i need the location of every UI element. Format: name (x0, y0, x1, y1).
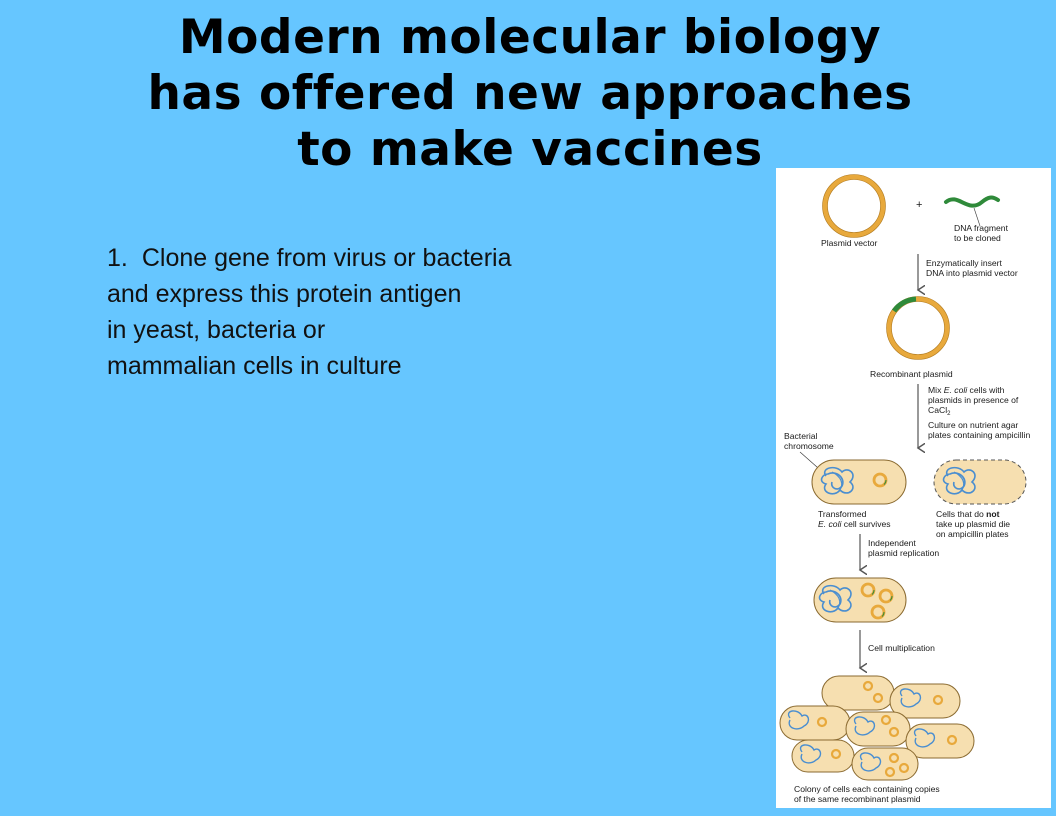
transformed-cell (811, 459, 907, 505)
dna-fragment-icon (944, 195, 1000, 208)
step2-mix-line-1: Mix E. coli cells with (928, 385, 1005, 395)
step3-label-1: Independent (868, 538, 916, 548)
step2-culture-line-1: Culture on nutrient agar (928, 420, 1018, 430)
bacterial-chromosome-label-2: chromosome (784, 441, 834, 451)
colony-label-1: Colony of cells each containing copies (794, 784, 940, 794)
bacterial-colony (779, 675, 975, 781)
step1-label-1: Enzymatically insert (926, 258, 1003, 268)
recombinant-plasmid-label: Recombinant plasmid (870, 369, 953, 379)
dna-fragment-label-2: to be cloned (954, 233, 1001, 243)
transformed-label-1: Transformed (818, 509, 867, 519)
plasmid-vector-ring (822, 174, 886, 238)
dna-fragment-label-1: DNA fragment (954, 223, 1009, 233)
bullet-number: 1. (107, 244, 128, 272)
plasmid-vector-label: Plasmid vector (821, 238, 877, 248)
colony-label-2: of the same recombinant plasmid (794, 794, 921, 804)
dna-insert-icon (891, 296, 917, 313)
step3-label-2: plasmid replication (868, 548, 939, 558)
step1-label-2: DNA into plasmid vector (926, 268, 1018, 278)
cloning-diagram: Plasmid vector + DNA fragment to be clon… (776, 168, 1051, 808)
transformed-label-2: E. coli cell survives (818, 519, 891, 529)
step4-label: Cell multiplication (868, 643, 935, 653)
bullet-line-3: in yeast, bacteria or (107, 316, 326, 344)
step2-mix-line-2: plasmids in presence of (928, 395, 1019, 405)
dead-cell (933, 459, 1027, 505)
bullet-line-1-text: Clone gene from virus or bacteria (141, 244, 512, 272)
bullet-point-1: 1. Clone gene from virus or bacteria and … (107, 240, 667, 384)
title-line-1: Modern molecular biology (178, 10, 882, 65)
bacterial-chromosome-label-1: Bacterial (784, 431, 818, 441)
title-line-2: has offered new approaches (147, 66, 913, 121)
not-taken-up-label-3: on ampicillin plates (936, 529, 1009, 539)
cloning-diagram-svg: Plasmid vector + DNA fragment to be clon… (779, 174, 1030, 804)
bullet-line-1: 1. Clone gene from virus or bacteria (107, 240, 667, 276)
not-taken-up-label-2: take up plasmid die (936, 519, 1010, 529)
recombinant-plasmid-ring (886, 296, 950, 360)
not-taken-up-label-1: Cells that do not (936, 509, 1000, 519)
step2-culture-line-2: plates containing ampicillin (928, 430, 1030, 440)
bullet-line-4: mammalian cells in culture (107, 352, 402, 380)
title-line-3: to make vaccines (297, 122, 763, 177)
plus-sign: + (916, 199, 922, 211)
bullet-line-2: and express this protein antigen (107, 280, 462, 308)
step2-mix-line-3: CaCl2 (928, 405, 951, 417)
slide-title: Modern molecular biology has offered new… (60, 10, 1000, 178)
